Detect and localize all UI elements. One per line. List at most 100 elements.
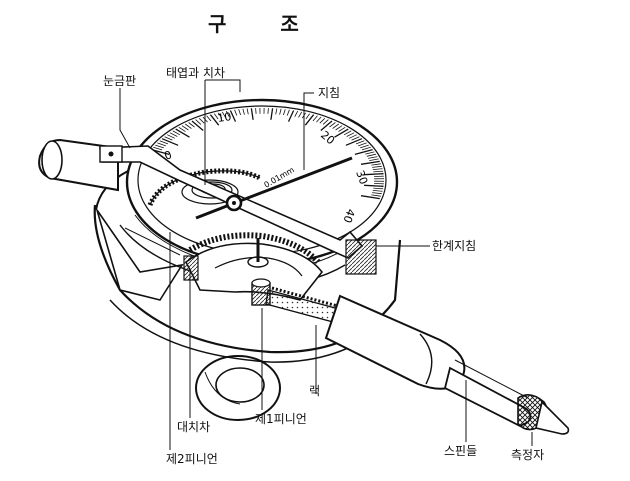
- dial-tick: [360, 195, 380, 200]
- dial-tick: [371, 163, 381, 166]
- dial-tick: [206, 115, 212, 122]
- dial-tick: [167, 134, 175, 139]
- dial-tick: [195, 119, 202, 125]
- dial-tick: [178, 126, 186, 132]
- dial-tick: [191, 120, 204, 131]
- title-char-2: 조: [280, 12, 301, 36]
- dial-tick: [351, 136, 360, 141]
- page-title: 구 조: [208, 12, 301, 36]
- dial-tick: [217, 112, 223, 119]
- label-hairspring-and-gear: 태엽과 치차: [166, 66, 226, 80]
- dial-tick: [164, 136, 173, 141]
- dial-tick: [343, 130, 352, 136]
- label-contact-point: 측정자: [511, 448, 545, 462]
- spindle: [324, 294, 532, 428]
- dial-tick: [213, 113, 219, 120]
- dial-tick: [312, 115, 318, 122]
- dial-tick: [188, 122, 195, 128]
- dial-tick: [155, 144, 164, 149]
- dial-number: 10: [217, 110, 233, 125]
- dial-tick: [283, 109, 286, 116]
- dial-tick: [316, 116, 322, 123]
- dial-tick: [242, 108, 245, 115]
- dial-tick: [354, 148, 373, 156]
- dial-tick: [373, 187, 384, 190]
- dial-tick: [175, 128, 190, 138]
- dial-tick: [225, 110, 230, 117]
- dial-tick: [334, 128, 349, 138]
- dial-tick: [335, 125, 343, 131]
- dial-tick: [360, 144, 369, 149]
- dial-tick: [346, 132, 355, 137]
- dial-tick: [153, 146, 163, 151]
- dial-tick: [320, 120, 333, 131]
- dial-tick: [360, 160, 380, 165]
- dial-tick: [371, 194, 381, 197]
- dial-tick: [267, 108, 269, 114]
- dial-tick: [286, 109, 290, 116]
- dial-tick: [298, 111, 303, 118]
- contact-point: [517, 394, 570, 435]
- dial-number: 30: [353, 169, 370, 187]
- dial-tick: [238, 109, 241, 116]
- dial-tick: [287, 110, 295, 122]
- label-pointer: 지침: [318, 86, 341, 100]
- dial-tick: [372, 192, 382, 195]
- dial-tick: [221, 111, 226, 118]
- dial-tick: [361, 146, 371, 151]
- dial-number: 40: [340, 207, 357, 225]
- dial-tick: [184, 123, 192, 129]
- dial-tick: [358, 142, 367, 147]
- dial-tick: [157, 142, 166, 147]
- dial-tick: [345, 138, 363, 146]
- dial-tick: [294, 110, 299, 117]
- dial-tick: [319, 118, 326, 124]
- second-pinion: [183, 255, 199, 281]
- dial-tick: [279, 108, 282, 115]
- dial-tick: [250, 108, 254, 120]
- dial-tick: [364, 184, 384, 187]
- label-first-pinion: 제1피니언: [255, 412, 307, 426]
- mounting-lug: [195, 355, 281, 421]
- title-char-1: 구: [208, 12, 229, 36]
- dial-tick: [329, 122, 336, 128]
- dial-tick: [229, 110, 237, 122]
- dial-tick: [209, 114, 220, 126]
- label-large-gear: 대치차: [177, 420, 211, 434]
- dial-tick: [161, 138, 179, 146]
- dial-tick: [372, 168, 383, 170]
- label-rack: 랙: [309, 384, 321, 398]
- pointer-needle: [195, 156, 353, 220]
- dial-number: 0: [163, 148, 174, 163]
- label-spindle: 스핀들: [444, 444, 478, 458]
- dial-tick: [246, 108, 249, 115]
- dial-tick: [172, 130, 181, 136]
- dial-tick: [234, 109, 238, 116]
- stem: [38, 138, 119, 192]
- dial-tick: [181, 125, 189, 131]
- dial-tick: [368, 156, 378, 159]
- dial-tick: [270, 108, 274, 120]
- dial-tick: [372, 190, 383, 192]
- dial-tick: [369, 158, 379, 161]
- dial-tick: [198, 118, 205, 124]
- label-second-pinion: 제2피니언: [166, 452, 218, 466]
- dial-tick: [372, 165, 382, 168]
- dial-tick: [332, 123, 340, 129]
- dial-tick: [364, 173, 384, 176]
- dial-tick: [305, 113, 311, 120]
- dial-tick: [366, 153, 376, 157]
- dial-tick: [322, 119, 329, 125]
- dial-tick: [338, 126, 346, 132]
- dial-tick: [365, 151, 375, 155]
- dial-tick: [275, 108, 278, 115]
- dial-tick: [304, 114, 315, 126]
- dial-tick: [349, 134, 357, 139]
- dial-tick: [255, 108, 257, 114]
- label-dial: 눈금판: [103, 74, 137, 88]
- dial-tick: [169, 132, 178, 137]
- label-limit-pointer: 한계지침: [432, 239, 477, 253]
- dial-tick: [355, 140, 365, 145]
